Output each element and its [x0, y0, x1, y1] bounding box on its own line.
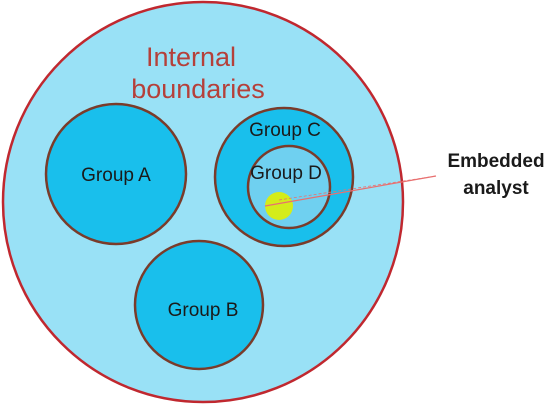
analyst-pointer-line — [264, 175, 437, 207]
outer-boundary-circle — [3, 2, 403, 402]
group-d-stroke — [246, 144, 332, 230]
group-a-label: Group A — [81, 165, 151, 186]
group-b-circle — [135, 241, 263, 369]
analyst-pointer-line-2 — [278, 175, 437, 201]
group-c-stroke — [213, 106, 355, 248]
group-a-stroke — [44, 102, 188, 246]
group-b-label: Group B — [168, 300, 239, 321]
group-c-label: Group C — [249, 120, 321, 141]
group-a-circle — [46, 104, 186, 244]
group-d-label: Group D — [250, 163, 322, 184]
embedded-analyst-dot — [265, 192, 293, 220]
group-b-stroke — [133, 239, 265, 371]
analyst-label-line-1: Embedded — [447, 151, 544, 172]
title-line-2: boundaries — [131, 74, 265, 104]
analyst-label-line-2: analyst — [463, 178, 529, 199]
outer-boundary-stroke — [1, 0, 405, 404]
title-line-1: Internal — [146, 42, 236, 72]
